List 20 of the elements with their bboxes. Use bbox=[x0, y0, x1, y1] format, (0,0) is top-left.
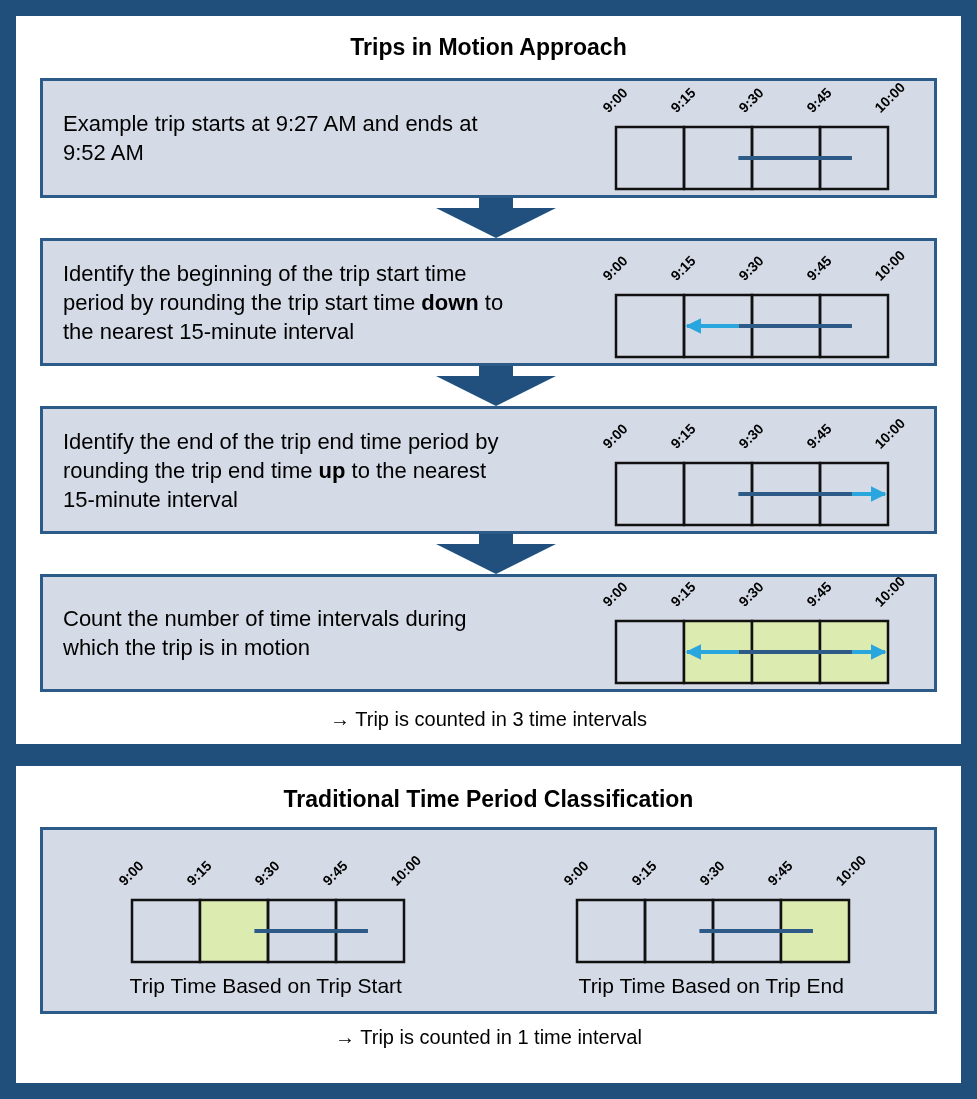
timeline-caption: Trip Time Based on Trip End bbox=[578, 972, 844, 999]
panel bbox=[16, 16, 961, 744]
flow-arrow bbox=[436, 366, 556, 406]
timeline-caption: Trip Time Based on Trip Start bbox=[129, 972, 402, 999]
flow-arrow bbox=[436, 198, 556, 238]
result-note: → Trip is counted in 1 time interval bbox=[334, 1025, 643, 1050]
panel-heading: Traditional Time Period Classification bbox=[282, 785, 695, 814]
flow-arrow bbox=[436, 534, 556, 574]
result-note: → Trip is counted in 3 time intervals bbox=[329, 707, 648, 732]
step-box bbox=[40, 574, 937, 692]
comparison-box bbox=[40, 826, 937, 1014]
panel-heading: Trips in Motion Approach bbox=[349, 33, 628, 62]
step-box bbox=[40, 78, 937, 198]
step-text: Identify the beginning of the trip start time period by rounding the trip start time down to the nearest 15-minute interval bbox=[63, 259, 505, 346]
step-text: Identify the end of the trip end time period by rounding the trip end time up to the nearest 15-minute interval bbox=[63, 427, 500, 514]
step-text: Count the number of time intervals during which the trip is in motion bbox=[63, 605, 468, 662]
step-box bbox=[40, 406, 937, 534]
panel bbox=[16, 766, 961, 1083]
step-text: Example trip starts at 9:27 AM and ends at 9:52 AM bbox=[63, 110, 479, 167]
step-box bbox=[40, 238, 937, 366]
